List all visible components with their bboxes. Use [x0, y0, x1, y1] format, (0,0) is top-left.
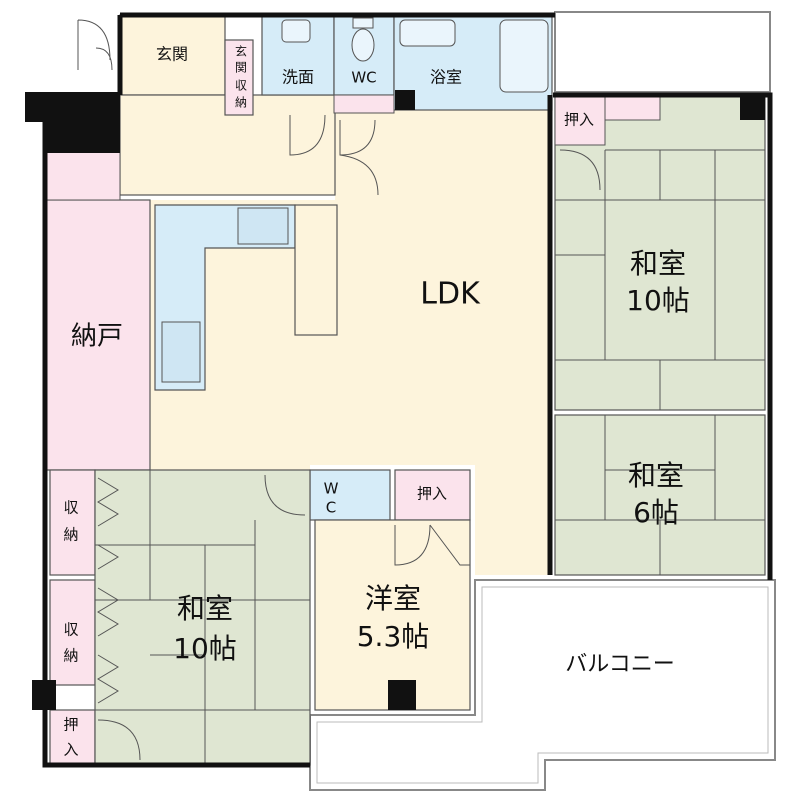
label-washitsu10-ne-2: 10帖: [626, 284, 690, 317]
washitsu-10-sw: [94, 469, 311, 766]
label-wc-mid-2: C: [326, 499, 336, 517]
label-balcony: バルコニー: [565, 652, 675, 677]
label-youshitsu-2: 5.3帖: [357, 620, 430, 653]
label-washitsu10-sw-1: 和室: [177, 592, 233, 625]
labels: 玄関 玄 関 収 納 洗面 WC 浴室 LDK 納戸 押入 和室 10帖 和室 …: [63, 44, 689, 759]
shuno-1: [49, 469, 96, 576]
label-shuno-2a: 収: [63, 621, 78, 639]
label-washitsu10-sw-2: 10帖: [173, 632, 237, 665]
washitsu-10-ne: [554, 94, 766, 411]
label-oshiire-sw-1: 押: [63, 716, 78, 734]
door-swings: [264, 114, 601, 516]
label-oshiire-sw-2: 入: [63, 741, 78, 759]
label-washitsu10-ne-1: 和室: [630, 247, 686, 280]
balcony-outline: [309, 579, 776, 791]
nando-room: [44, 199, 151, 471]
label-shuno-1a: 収: [63, 499, 78, 517]
label-nando: 納戸: [71, 322, 123, 352]
label-senmen: 洗面: [282, 68, 314, 87]
top-right-balcony: [554, 11, 771, 93]
walls: [42, 12, 773, 768]
label-oshiire-mid: 押入: [417, 485, 447, 503]
youshitsu-room: [314, 519, 471, 711]
wall-blocks: [25, 90, 765, 710]
oshiire-mid: [394, 469, 471, 521]
label-ldk: LDK: [420, 277, 481, 312]
wet-area: [261, 14, 553, 114]
washbasin-icon: [399, 19, 456, 47]
oshiire-sw: [49, 709, 96, 766]
label-genkan-shuno-1: 玄: [235, 44, 247, 59]
label-oshiire-ne: 押入: [564, 111, 594, 129]
label-genkan-shuno-4: 納: [235, 96, 247, 110]
shuno-2: [49, 579, 96, 686]
balcony: [309, 579, 776, 791]
label-washitsu6-1: 和室: [628, 459, 684, 492]
label-genkan-shuno-2: 関: [235, 61, 247, 75]
label-shuno-1b: 納: [63, 526, 78, 544]
label-wc-top: WC: [351, 69, 376, 87]
toilet-icon: [351, 28, 375, 62]
label-genkan-shuno-3: 収: [235, 79, 247, 93]
wc-mid-room: [309, 469, 391, 521]
sink-icon: [281, 19, 311, 43]
label-youshitsu-1: 洋室: [365, 582, 421, 615]
label-yokushitsu: 浴室: [430, 68, 462, 87]
entry-door: [77, 19, 113, 71]
label-genkan: 玄関: [156, 45, 188, 64]
bathtub-icon: [499, 19, 549, 93]
label-shuno-2b: 納: [63, 647, 78, 665]
kitchen-counter: [154, 204, 338, 391]
label-wc-mid-1: W: [324, 480, 339, 498]
label-washitsu6-2: 6帖: [633, 496, 679, 529]
washitsu-6: [554, 414, 766, 576]
